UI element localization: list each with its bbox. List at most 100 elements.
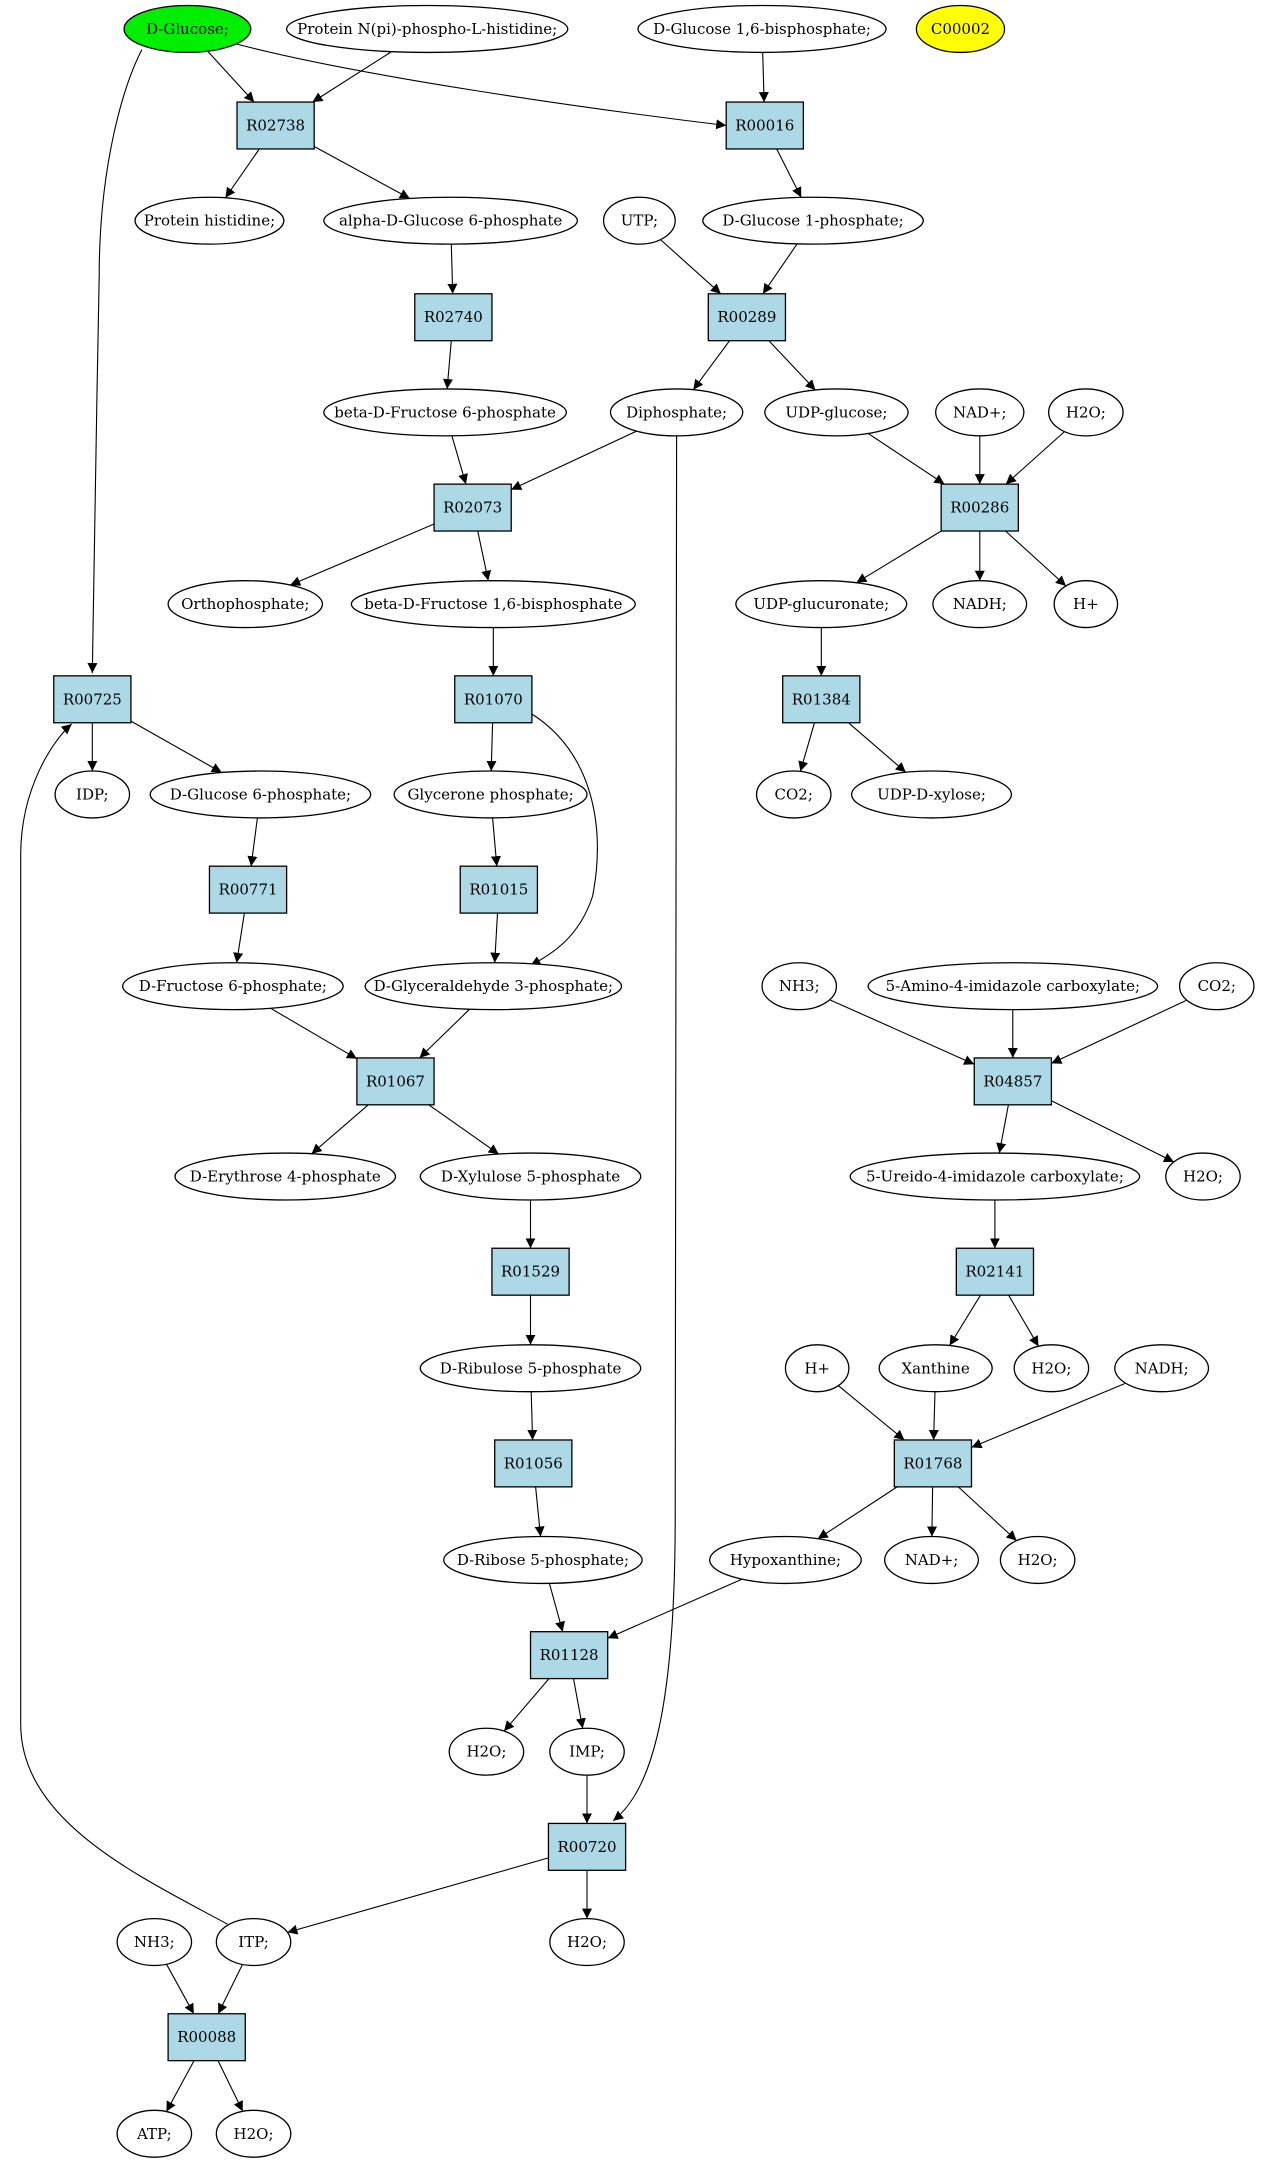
reaction-box	[208, 865, 288, 914]
metabolite-ellipse	[1053, 580, 1119, 629]
reaction-r04857: R04857	[973, 1057, 1053, 1106]
reaction-r01529: R01529	[491, 1247, 570, 1296]
metabolite-g16bp: D-Glucose 1,6-bisphosphate;	[637, 4, 887, 54]
edge-f6p-to-R01067	[270, 1007, 358, 1060]
edge-nh3_1-to-R04857	[829, 999, 975, 1065]
metabolite-label: D-Ribulose 5-phosphate	[440, 1359, 622, 1377]
edge-itp-to-R00725	[20, 723, 228, 1925]
metabolite-ellipse	[54, 770, 131, 819]
reaction-r01015: R01015	[459, 865, 539, 914]
metabolite-nad1: NAD+;	[935, 388, 1025, 437]
reaction-label: R02073	[443, 499, 502, 517]
reaction-box	[53, 675, 132, 724]
metabolite-ellipse	[702, 196, 924, 245]
metabolite-label: NADH;	[1135, 1359, 1189, 1377]
metabolite-ellipse	[364, 962, 623, 1011]
reaction-box	[725, 101, 805, 150]
metabolite-ellipse	[761, 962, 838, 1011]
reaction-label: R02738	[246, 117, 305, 135]
metabolite-ellipse	[121, 962, 344, 1011]
reaction-label: R01015	[469, 881, 528, 899]
metabolite-ellipse	[1114, 1344, 1210, 1393]
edge-R02738-to-ag6p	[313, 146, 411, 199]
metabolite-nh3_1: NH3;	[761, 962, 838, 1011]
metabolite-co2_2: CO2;	[1178, 962, 1255, 1011]
reaction-label: R00289	[717, 308, 776, 326]
metabolite-c00002: C00002	[915, 4, 1006, 54]
reaction-r00286: R00286	[940, 483, 1019, 532]
metabolite-label: beta-D-Fructose 1,6-bisphosphate	[364, 595, 622, 613]
metabolite-label: H2O;	[1183, 1168, 1223, 1186]
metabolite-idp: IDP;	[54, 770, 131, 819]
metabolite-ellipse	[323, 196, 579, 245]
metabolite-ellipse	[755, 770, 832, 819]
reaction-r00771: R00771	[208, 865, 288, 914]
metabolite-bf6p: beta-D-Fructose 6-phosphate	[323, 388, 568, 437]
edge-R00289-to-udpglc	[768, 340, 816, 391]
metabolite-ellipse	[850, 770, 1013, 819]
metabolite-atp: ATP;	[116, 2109, 193, 2158]
edge-R02141-to-xanthine	[949, 1294, 981, 1346]
metabolite-label: UDP-glucuronate;	[753, 595, 889, 613]
metabolite-hplus2: H+	[784, 1344, 850, 1393]
metabolite-label: UTP;	[621, 212, 658, 230]
metabolite-ellipse	[215, 2109, 292, 2158]
metabolite-label: D-Ribose 5-phosphate;	[457, 1551, 629, 1569]
reaction-label: R01070	[464, 690, 523, 708]
metabolite-ellipse	[764, 388, 909, 437]
metabolite-ellipse	[999, 1535, 1076, 1585]
metabolite-label: C00002	[931, 20, 990, 38]
metabolite-h2o_1: H2O;	[1048, 388, 1124, 437]
metabolite-r5p: D-Ribose 5-phosphate;	[443, 1535, 643, 1585]
metabolite-nadh1: NADH;	[932, 580, 1028, 629]
edge-nadh2-to-R01768	[971, 1382, 1126, 1449]
edge-protnphis-to-R02738	[312, 51, 392, 103]
metabolite-label: H2O;	[567, 1933, 607, 1951]
metabolite-ellipse	[323, 388, 568, 437]
reaction-label: R04857	[983, 1072, 1042, 1090]
metabolite-glucose: D-Glucose;	[123, 4, 252, 54]
edge-R01070-to-gap	[530, 712, 598, 966]
edge-udpglc-to-R00286	[867, 432, 945, 485]
reaction-r00016: R00016	[725, 101, 805, 150]
metabolite-label: ATP;	[136, 2125, 172, 2143]
metabolite-ellipse	[167, 580, 324, 629]
metabolite-h2o_4: H2O;	[999, 1535, 1076, 1585]
metabolite-ellipse	[735, 580, 908, 629]
edge-R02740-to-bf6p	[442, 340, 453, 390]
metabolite-label: Protein histidine;	[144, 212, 275, 230]
metabolite-label: D-Erythrose 4-phosphate	[190, 1168, 381, 1186]
reaction-r01384: R01384	[782, 675, 861, 724]
metabolite-label: 5-Amino-4-imidazole carboxylate;	[886, 977, 1140, 995]
metabolite-ellipse	[884, 1535, 980, 1585]
reaction-box	[940, 483, 1019, 532]
metabolite-xu5p: D-Xylulose 5-phosphate	[419, 1152, 642, 1201]
metabolite-ellipse	[448, 1727, 525, 1776]
metabolite-ellipse	[549, 1917, 625, 1967]
edge-g1p-to-R00289	[762, 243, 798, 295]
reaction-label: R00720	[558, 1838, 617, 1856]
metabolite-fbp: beta-D-Fructose 1,6-bisphosphate	[350, 580, 636, 629]
metabolite-utp: UTP;	[602, 196, 676, 245]
metabolite-label: H2O;	[1018, 1551, 1058, 1569]
metabolite-aic: 5-Amino-4-imidazole carboxylate;	[867, 962, 1159, 1011]
metabolite-ortho: Orthophosphate;	[167, 580, 324, 629]
metabolite-gap: D-Glyceraldehyde 3-phosphate;	[364, 962, 623, 1011]
metabolite-label: D-Xylulose 5-phosphate	[441, 1168, 620, 1186]
metabolite-ellipse	[867, 962, 1159, 1011]
metabolite-ellipse	[932, 580, 1028, 629]
metabolite-h2o_5: H2O;	[448, 1727, 525, 1776]
metabolite-label: NAD+;	[905, 1551, 959, 1569]
edge-glucose-to-R02738	[207, 50, 255, 103]
metabolite-protnphis: Protein N(pi)-phospho-L-histidine;	[285, 4, 569, 54]
metabolite-ellipse	[285, 4, 569, 54]
reaction-r00088: R00088	[167, 2013, 246, 2062]
reaction-label: R01529	[501, 1263, 560, 1281]
reaction-label: R00725	[63, 690, 122, 708]
edge-g6p-to-R00771	[247, 817, 258, 867]
metabolite-ellipse	[549, 1727, 625, 1776]
reaction-box	[167, 2013, 246, 2062]
edge-gap-to-R01067	[419, 1008, 470, 1059]
metabolite-ag6p: alpha-D-Glucose 6-phosphate	[323, 196, 579, 245]
